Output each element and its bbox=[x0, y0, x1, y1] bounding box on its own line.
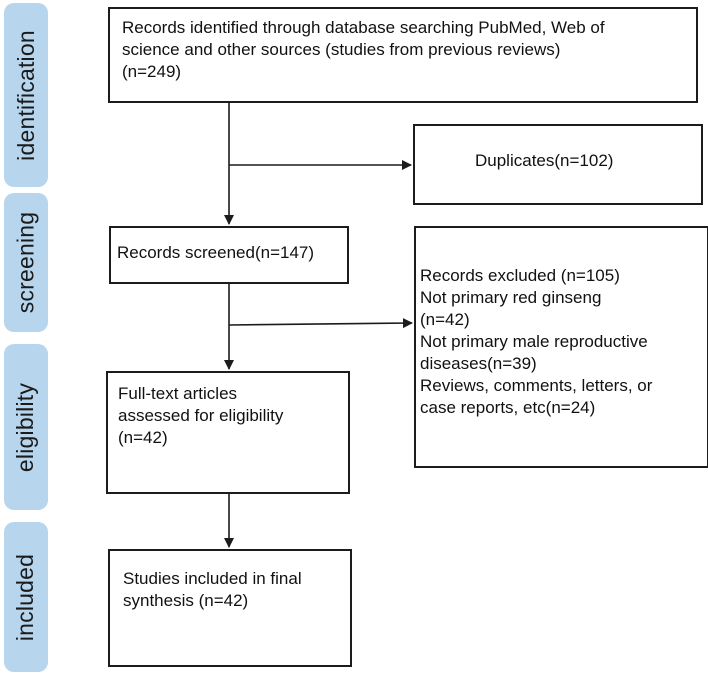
records-identified-box: Records identified through database sear… bbox=[108, 7, 698, 103]
records-excluded-box: Records excluded (n=105) Not primary red… bbox=[414, 226, 708, 468]
full-text-assessed-text: Full-text articles assessed for eligibil… bbox=[118, 384, 284, 447]
studies-included-box: Studies included in final synthesis (n=4… bbox=[108, 549, 352, 667]
records-screened-text: Records screened(n=147) bbox=[117, 243, 315, 262]
studies-included-text: Studies included in final synthesis (n=4… bbox=[123, 569, 302, 610]
duplicates-text: Duplicates(n=102) bbox=[475, 151, 614, 170]
records-screened-box: Records screened(n=147) bbox=[109, 226, 349, 284]
records-excluded-text: Records excluded (n=105) Not primary red… bbox=[420, 266, 653, 417]
arrow-to-excluded bbox=[228, 318, 413, 329]
stage-screening: screening bbox=[4, 193, 48, 332]
duplicates-box: Duplicates(n=102) bbox=[413, 124, 703, 205]
full-text-assessed-box: Full-text articles assessed for eligibil… bbox=[106, 371, 350, 494]
stage-included: included bbox=[4, 522, 48, 672]
stage-eligibility: eligibility bbox=[4, 344, 48, 510]
records-identified-text: Records identified through database sear… bbox=[122, 18, 605, 81]
stage-identification: identification bbox=[4, 3, 48, 187]
